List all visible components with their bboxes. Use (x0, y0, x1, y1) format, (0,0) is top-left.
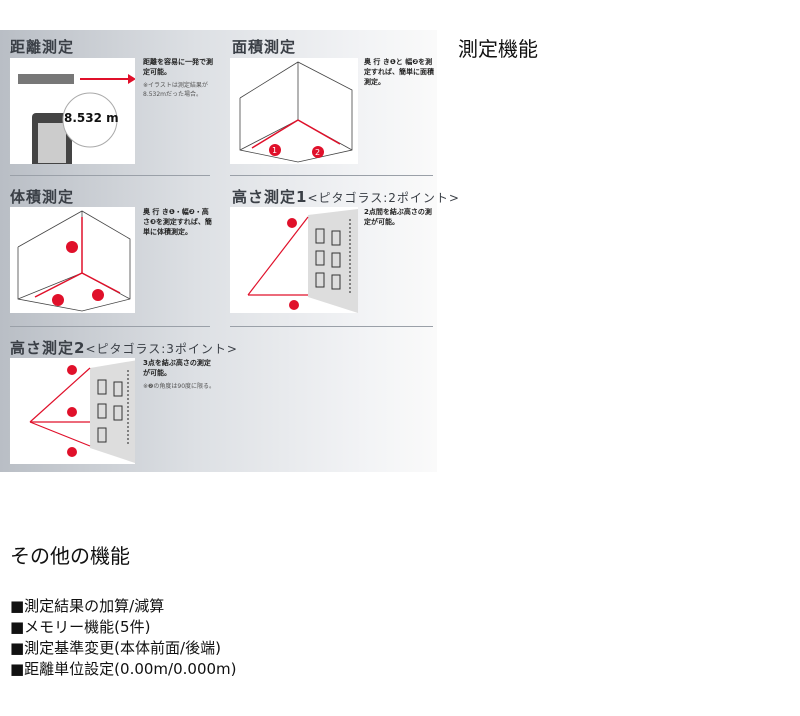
other-features-list: ■測定結果の加算/減算 ■メモリー機能(5件) ■測定基準変更(本体前面/後端)… (10, 596, 237, 680)
panel-description: 距離を容易に一発で測定可能。 (143, 58, 213, 76)
title-subtitle: <ピタゴラス:2ポイント> (307, 191, 460, 205)
section-heading: 測定機能 (458, 37, 538, 61)
list-item: ■距離単位設定(0.00m/0.000m) (10, 660, 237, 678)
list-item: ■測定結果の加算/減算 (10, 597, 165, 615)
panel-title: 高さ測定2<ピタゴラス:3ポイント> (10, 337, 238, 358)
list-item: ■測定基準変更(本体前面/後端) (10, 639, 221, 657)
title-text: 高さ測定2 (10, 339, 86, 357)
title-subtitle: <ピタゴラス:3ポイント> (85, 342, 238, 356)
height-3point-illustration (10, 358, 138, 464)
title-text: 高さ測定1 (232, 188, 308, 206)
panel-title: 高さ測定1<ピタゴラス:2ポイント> (232, 186, 460, 207)
panel-description: 3点を結ぶ高さの測定が可能。 (143, 359, 211, 377)
panel-title: 距離測定 (10, 38, 75, 56)
list-item: ■メモリー機能(5件) (10, 618, 151, 636)
height-2point-illustration (230, 207, 358, 313)
divider (10, 326, 210, 327)
divider (10, 175, 210, 176)
panel-description: 奥 行 き❶・幅❷・高さ❸を測定すれば、簡単に体積測定。 (143, 208, 212, 236)
panel-description: 奥 行 き❶と 幅❷を測定すれば、簡単に面積測定。 (364, 58, 434, 86)
svg-text:2: 2 (315, 148, 320, 157)
other-features-heading: その他の機能 (10, 544, 130, 568)
panel-note: ※イラストは測定結果が8.532mだった場合。 (143, 82, 208, 98)
svg-text:1: 1 (272, 146, 277, 155)
panel-note: ※❷の角度は90度に限る。 (143, 383, 216, 390)
volume-illustration (10, 207, 135, 313)
divider (230, 326, 433, 327)
panel-title: 面積測定 (232, 38, 297, 56)
divider (230, 175, 433, 176)
distance-illustration: 8.532 m (10, 58, 136, 173)
panel-title: 体積測定 (10, 188, 75, 206)
measurement-illustration: 距離測定 8.532 m 距離を容易に一発で測定可能。 ※イラストは測定結果が8… (0, 30, 459, 472)
panel-description: 2点間を結ぶ高さの測定が可能。 (364, 208, 432, 226)
display-reading: 8.532 m (64, 111, 119, 125)
